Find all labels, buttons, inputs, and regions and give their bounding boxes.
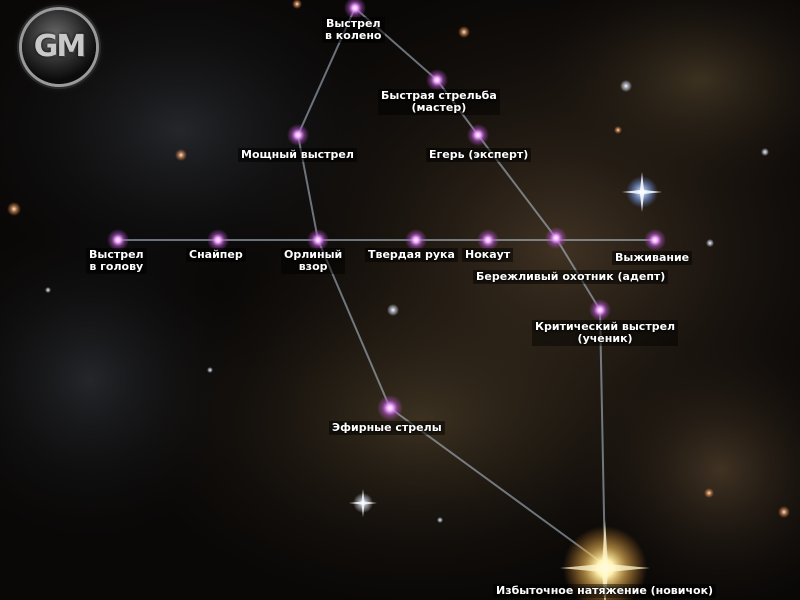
skill-star-survival[interactable] <box>644 229 666 251</box>
skill-label-text: Егерь (эксперт) <box>429 148 529 161</box>
skill-label-text: Нокаут <box>465 248 511 261</box>
skill-label-sniper[interactable]: Снайпер <box>186 248 246 262</box>
skill-star-eagle-eye[interactable] <box>307 229 329 251</box>
skill-label-text: Снайпер <box>189 248 243 261</box>
skill-star-rapid-fire[interactable] <box>426 69 448 91</box>
skill-star-knee-shot[interactable] <box>344 0 366 19</box>
skill-label-ranger[interactable]: Егерь (эксперт) <box>426 148 532 162</box>
skill-label-knockout[interactable]: Нокаут <box>462 248 514 262</box>
constellation-links <box>118 7 655 566</box>
skill-label-line: Выстрел <box>89 248 144 261</box>
skill-label-text: Твердая рука <box>368 248 455 261</box>
skill-star-ethereal-arrows[interactable] <box>377 395 403 421</box>
skill-label-eagle-eye[interactable]: Орлиный взор <box>281 248 346 274</box>
skill-star-critical-shot[interactable] <box>589 299 611 321</box>
skill-star-knockout[interactable] <box>477 229 499 251</box>
skill-label-text: Избыточное натяжение (новичок) <box>496 584 714 597</box>
skill-label-power-shot[interactable]: Мощный выстрел <box>238 148 357 162</box>
skill-star-sniper[interactable] <box>207 229 229 251</box>
skill-label-thrifty-hunter[interactable]: Бережливый охотник (адепт) <box>473 270 669 284</box>
skill-label-steady-hand[interactable]: Твердая рука <box>365 248 458 262</box>
skill-label-line: (мастер) <box>411 101 467 114</box>
skill-label-knee-shot[interactable]: Выстрел в колено <box>322 17 385 43</box>
blue-star-icon <box>622 172 662 212</box>
gm-logo: GM <box>22 10 96 84</box>
skill-star-thrifty-hunter[interactable] <box>545 227 567 249</box>
logo-text: GM <box>33 29 86 64</box>
skill-label-line: Орлиный <box>284 248 343 261</box>
skill-label-line: (ученик) <box>577 332 633 345</box>
skill-label-line: в колено <box>325 29 382 42</box>
skill-star-overdraw[interactable] <box>560 520 650 600</box>
skill-label-text: Бережливый охотник (адепт) <box>476 270 666 283</box>
skill-star-ranger[interactable] <box>467 124 489 146</box>
skill-label-line: взор <box>298 260 328 273</box>
white-star-icon <box>349 489 377 517</box>
skill-label-line: в голову <box>89 260 144 273</box>
skill-star-head-shot[interactable] <box>107 229 129 251</box>
background-stars <box>7 0 790 523</box>
skill-label-ethereal-arrows[interactable]: Эфирные стрелы <box>329 421 445 435</box>
skill-label-line: Быстрая стрельба <box>381 89 497 102</box>
skill-star-steady-hand[interactable] <box>405 229 427 251</box>
skill-label-overdraw[interactable]: Избыточное натяжение (новичок) <box>493 584 717 598</box>
skill-label-text: Выживание <box>615 251 690 264</box>
skill-star-power-shot[interactable] <box>287 124 309 146</box>
skill-label-critical-shot[interactable]: Критический выстрел (ученик) <box>532 320 679 346</box>
skill-label-line: Выстрел <box>325 17 381 30</box>
skill-label-rapid-fire[interactable]: Быстрая стрельба (мастер) <box>378 89 500 115</box>
skill-stars <box>107 0 666 600</box>
skill-label-survival[interactable]: Выживание <box>612 251 693 265</box>
skill-label-text: Эфирные стрелы <box>332 421 442 434</box>
skill-label-head-shot[interactable]: Выстрел в голову <box>86 248 147 274</box>
skill-label-text: Мощный выстрел <box>241 148 354 161</box>
skill-label-line: Критический выстрел <box>535 320 676 333</box>
